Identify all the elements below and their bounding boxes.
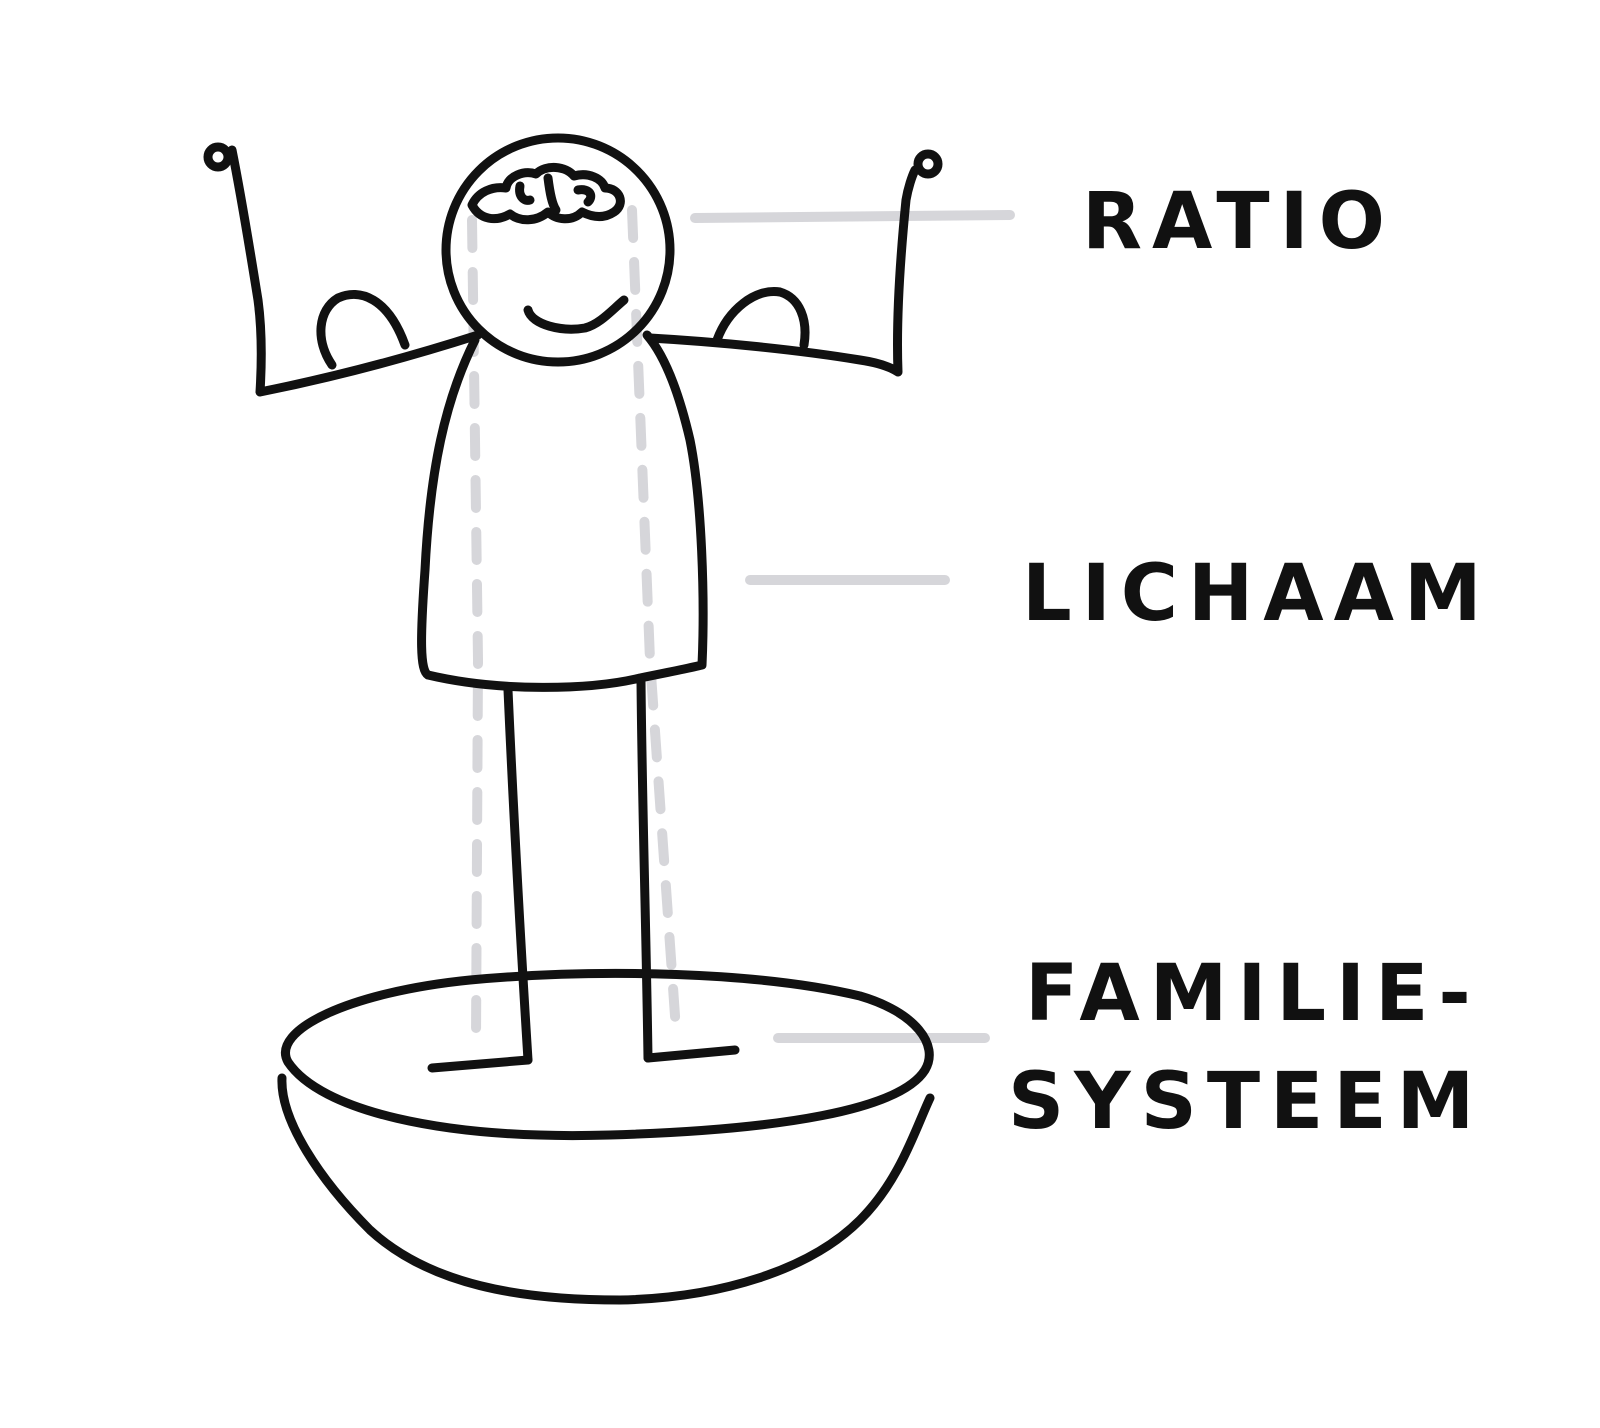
smile xyxy=(523,295,629,334)
head xyxy=(441,133,675,367)
legs xyxy=(427,675,740,1073)
bowl-icon xyxy=(277,968,935,1305)
label-family-line1: FAMILIE- xyxy=(1025,949,1481,1039)
left-hand xyxy=(203,142,233,172)
arms xyxy=(203,142,943,397)
connector-lines xyxy=(690,210,1015,1043)
labels: RATIO LICHAAM FAMILIE- SYSTEEM xyxy=(1008,177,1492,1147)
torso xyxy=(417,330,708,692)
right-hand xyxy=(913,149,943,179)
core-dashed-lines xyxy=(467,205,681,1045)
label-ratio: RATIO xyxy=(1082,177,1395,267)
label-family-line2: SYSTEEM xyxy=(1008,1057,1484,1147)
brain-icon xyxy=(467,163,625,225)
ratio-connector xyxy=(690,210,1015,223)
label-body: LICHAAM xyxy=(1022,549,1492,639)
